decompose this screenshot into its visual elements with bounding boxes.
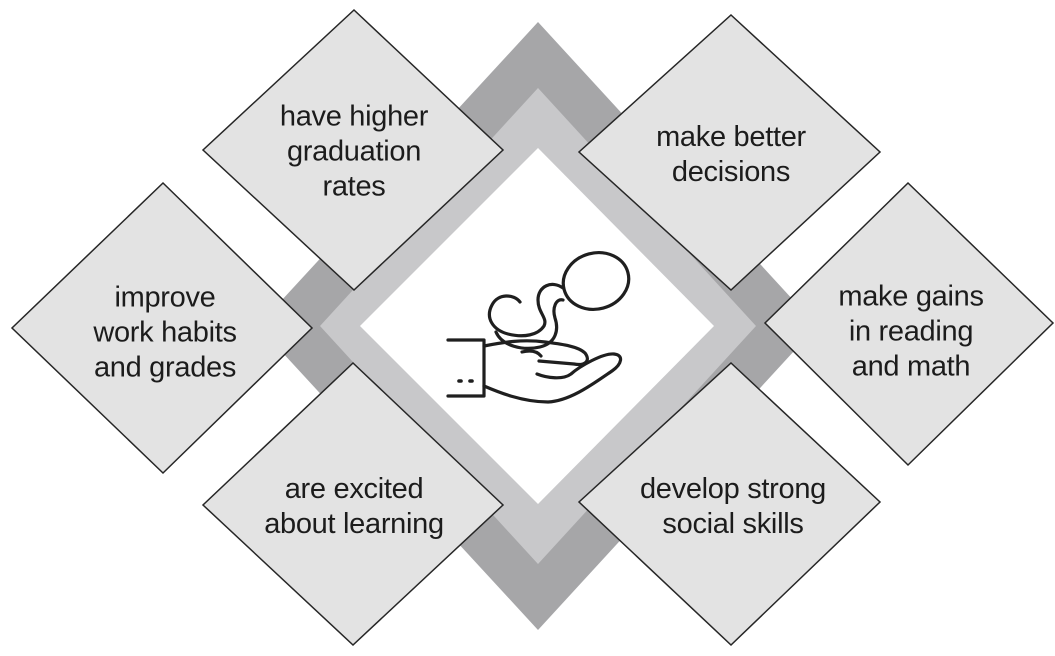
item-reading-math: make gains in reading and math (801, 280, 1021, 385)
item-work-habits-line-2: work habits (93, 316, 237, 349)
hand-holding-baby-icon (446, 251, 631, 404)
diamond-graduation (201, 8, 505, 292)
item-social-skills-line-2: social skills (662, 508, 804, 540)
item-reading-math-line-3: and math (851, 350, 971, 383)
item-social-skills: develop strong social skills (623, 472, 843, 542)
item-work-habits-line-1: improve (114, 281, 216, 314)
item-reading-math-line-1: make gains (838, 280, 984, 313)
diamond-work-habits (10, 181, 314, 475)
item-learning-line-1: are excited (284, 473, 424, 505)
item-graduation-line-2: graduation (286, 135, 422, 168)
item-graduation-line-1: have higher (279, 100, 429, 133)
item-graduation-line-3: rates (322, 170, 386, 203)
diamond-decisions (577, 13, 882, 292)
item-learning: are excited about learning (244, 472, 464, 542)
diamond-social-skills (577, 361, 882, 647)
item-work-habits-line-3: and grades (93, 351, 237, 384)
item-graduation: have higher graduation rates (244, 100, 464, 205)
item-learning-line-2: about learning (264, 508, 444, 540)
item-social-skills-line-1: develop strong (639, 473, 827, 505)
item-work-habits: improve work habits and grades (55, 281, 275, 386)
item-decisions-line-1: make better (656, 121, 806, 153)
item-reading-math-line-2: in reading (848, 315, 974, 348)
item-decisions-line-2: decisions (671, 156, 791, 188)
diamond-reading-math (763, 181, 1055, 467)
inner-frame-diamond (360, 148, 714, 504)
item-decisions: make better decisions (621, 120, 841, 190)
diamond-learning (201, 361, 505, 647)
